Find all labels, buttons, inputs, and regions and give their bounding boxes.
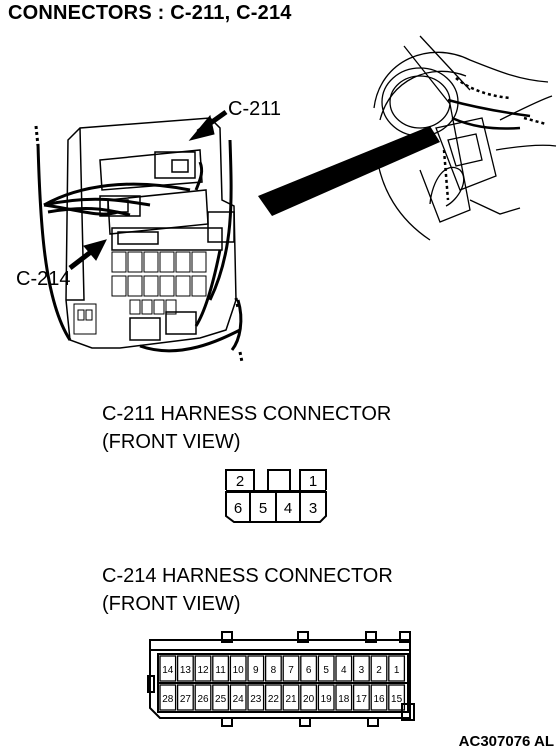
callout-c211: C-211 (228, 98, 281, 120)
c211-heading-line2: (FRONT VIEW) (102, 431, 241, 453)
c211-pin: 1 (309, 473, 317, 490)
c214-pin-cell (194, 684, 212, 711)
callout-c214: C-214 (16, 268, 71, 290)
c214-pin-cell (352, 655, 370, 682)
c211-pin: 5 (259, 500, 267, 517)
c214-pin-cell (264, 684, 282, 711)
c214-pin-cell (212, 684, 230, 711)
c214-pin: 23 (250, 694, 262, 705)
c214-pin: 20 (303, 694, 315, 705)
c214-pin-cell (388, 655, 406, 682)
c214-heading-line1: C-214 HARNESS CONNECTOR (102, 565, 393, 587)
diagram-title: CONNECTORS : C-211, C-214 (8, 2, 292, 24)
c214-pin-cell (370, 655, 388, 682)
c211-pin: 2 (236, 473, 244, 490)
c214-heading: C-214 HARNESS CONNECTOR (FRONT VIEW) (102, 562, 393, 618)
c211-pin: 4 (284, 500, 292, 517)
c214-pin-cell (247, 684, 265, 711)
c214-pin: 22 (268, 694, 280, 705)
c214-pin: 25 (215, 694, 227, 705)
c214-pin: 12 (197, 665, 209, 676)
c214-pin-cell (159, 655, 177, 682)
c211-pin: 3 (309, 500, 317, 517)
c214-pin: 21 (285, 694, 297, 705)
c214-pin-cell (317, 655, 335, 682)
c214-pin: 13 (180, 665, 192, 676)
c214-pin-cell (229, 655, 247, 682)
figure-id: AC307076 AL (458, 733, 554, 750)
c214-pin-cell (212, 655, 230, 682)
c214-pin: 5 (323, 665, 329, 676)
c214-pin-cell (370, 684, 388, 711)
c214-pin-cell (194, 655, 212, 682)
c211-pin: 6 (234, 500, 242, 517)
c214-pin-cell (159, 684, 177, 711)
c214-pin-cell (388, 684, 406, 711)
c214-heading-line2: (FRONT VIEW) (102, 593, 241, 615)
c211-heading-line1: C-211 HARNESS CONNECTOR (102, 403, 392, 425)
c214-pin: 7 (288, 665, 294, 676)
c214-pin: 2 (376, 665, 382, 676)
c214-pin-cell (264, 655, 282, 682)
c214-pin: 27 (180, 694, 192, 705)
c214-pin: 28 (162, 694, 174, 705)
c214-pin: 16 (373, 694, 385, 705)
c214-pin-cell (300, 655, 318, 682)
c214-pin-cell (229, 684, 247, 711)
c214-pin: 3 (359, 665, 365, 676)
c211-heading: C-211 HARNESS CONNECTOR (FRONT VIEW) (102, 400, 391, 456)
c214-pin: 15 (391, 694, 403, 705)
c214-pin-cell (176, 655, 194, 682)
c214-pin: 8 (271, 665, 277, 676)
c214-pin: 18 (338, 694, 350, 705)
c214-pin: 17 (356, 694, 368, 705)
c214-pin: 1 (394, 665, 400, 676)
c214-pin-cell (317, 684, 335, 711)
c214-pin: 4 (341, 665, 347, 676)
c214-pin-cell (247, 655, 265, 682)
c214-pin-cell (352, 684, 370, 711)
c214-pin: 19 (321, 694, 333, 705)
c214-pin-cell (282, 655, 300, 682)
c214-pin-cell (335, 655, 353, 682)
c214-pin: 14 (162, 665, 174, 676)
c214-pin-cell (282, 684, 300, 711)
c214-pin: 26 (197, 694, 209, 705)
c214-pin-cell (335, 684, 353, 711)
c214-pin-cell (300, 684, 318, 711)
c214-pin-cell (176, 684, 194, 711)
c214-pin: 10 (233, 665, 245, 676)
c214-pin: 9 (253, 665, 259, 676)
c214-pin: 11 (215, 665, 226, 676)
c214-pin: 24 (233, 694, 245, 705)
c214-pin: 6 (306, 665, 312, 676)
